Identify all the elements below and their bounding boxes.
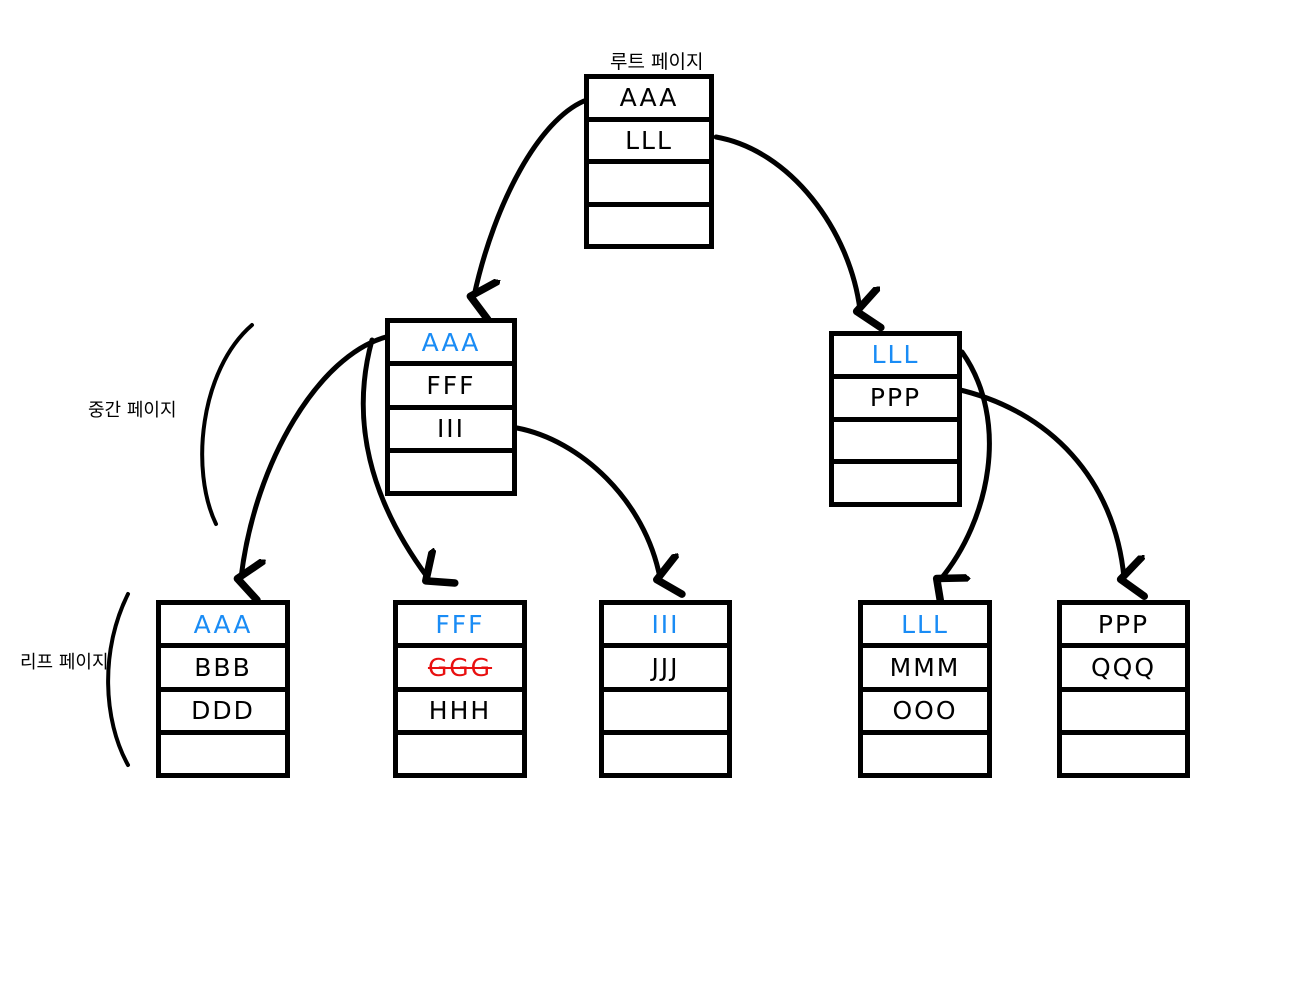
key-cell-leaf-2-0: FFF [398, 605, 522, 649]
label-root-page: 루트 페이지 [610, 51, 704, 73]
key-cell-leaf-3-1: JJJ [604, 648, 727, 692]
label-leaf-page: 리프 페이지 [20, 652, 109, 673]
key-cell-leaf-3-2 [604, 691, 727, 735]
key-cell-root-0: AAA [589, 79, 709, 122]
arrow-mid-right-to-leaf-5 [953, 386, 1124, 578]
key-cell-leaf-5-0: PPP [1062, 605, 1185, 649]
key-cell-leaf-1-2: DDD [161, 691, 285, 735]
key-cell-leaf-1-3 [161, 734, 285, 773]
key-cell-mid-left-2: III [390, 409, 512, 453]
key-cell-mid-right-1: PPP [834, 378, 957, 422]
arrow-root-to-mid-right [713, 134, 860, 310]
brace-leaf [106, 592, 130, 767]
key-cell-leaf-5-3 [1062, 734, 1185, 773]
key-cell-root-3 [589, 206, 709, 244]
key-cell-mid-right-0: LLL [834, 336, 957, 379]
key-cell-root-2 [589, 164, 709, 207]
key-cell-leaf-2-2: HHH [398, 691, 522, 735]
key-cell-leaf-4-3 [863, 734, 987, 773]
key-cell-leaf-4-0: LLL [863, 605, 987, 649]
key-cell-leaf-2-3 [398, 734, 522, 773]
key-cell-leaf-5-1: QQQ [1062, 648, 1185, 692]
arrow-mid-left-to-leaf-1 [241, 334, 389, 578]
key-cell-leaf-1-0: AAA [161, 605, 285, 649]
key-cell-leaf-5-2 [1062, 691, 1185, 735]
arrow-mid-left-to-leaf-3 [514, 425, 660, 578]
key-cell-leaf-4-2: OOO [863, 691, 987, 735]
key-cell-leaf-2-1: GGG [398, 648, 522, 692]
key-cell-leaf-3-0: III [604, 605, 727, 649]
key-cell-mid-right-3 [834, 464, 957, 502]
key-cell-mid-right-2 [834, 421, 957, 465]
label-middle-page: 중간 페이지 [88, 400, 177, 421]
key-cell-mid-left-3 [390, 452, 512, 491]
key-cell-mid-left-1: FFF [390, 366, 512, 410]
brace-middle [200, 323, 254, 526]
key-cell-leaf-4-1: MMM [863, 648, 987, 692]
key-cell-leaf-1-1: BBB [161, 648, 285, 692]
key-cell-root-1: LLL [589, 121, 709, 164]
key-cell-mid-left-0: AAA [390, 323, 512, 367]
key-cell-leaf-3-3 [604, 734, 727, 773]
arrow-root-to-mid-left [474, 98, 587, 296]
